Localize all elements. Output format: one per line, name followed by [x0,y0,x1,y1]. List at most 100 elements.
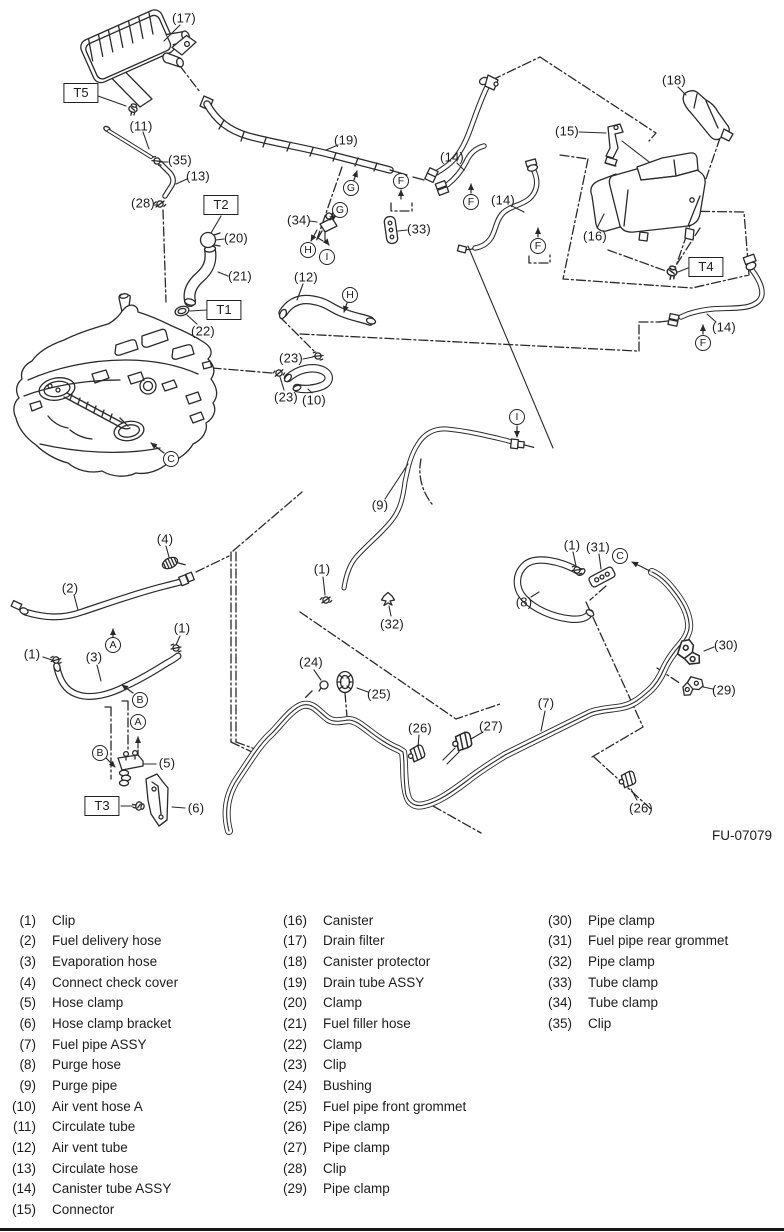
small-parts [49,102,705,827]
legend-item-label: Purge pipe [52,1077,118,1093]
legend-item-number: (22) [282,1036,307,1052]
legend-item-number: (27) [282,1139,307,1155]
callout-23-13: (23) [274,389,298,405]
canister-drawing [590,152,706,242]
fuel-tank-drawing [13,293,218,477]
legend-item-22: (22)Clamp [277,1034,466,1055]
callout-23-12: (23) [279,350,303,366]
legend-item-label: Air vent tube [52,1139,128,1155]
callout-34-9: (34) [287,212,311,228]
hose-clamp-bracket-6 [145,773,169,827]
legend-column-3: (30)Pipe clamp(31)Fuel pipe rear grommet… [542,910,728,1034]
callout-1-24: (1) [313,561,331,577]
callout-1-23: (1) [173,620,191,636]
legend-item-number: (34) [547,995,572,1011]
drain-filter-drawing [80,9,197,108]
legend-item-33: (33)Tube clamp [542,972,728,993]
legend-item-17: (17)Drain filter [277,931,466,952]
callout-1-25: (1) [563,537,581,553]
callout-layer: (17)(19)(11)(35)(13)(28)(20)(21)(22)(34)… [23,11,738,816]
legend-item-number: (14) [11,1181,36,1197]
legend-item-5: (5)Hose clamp [6,993,178,1014]
legend-item-13: (13)Circulate hose [6,1158,178,1179]
legend-column-2: (16)Canister(17)Drain filter(18)Canister… [277,910,466,1199]
ref-circle-h-4: H [342,287,358,303]
callout-13-4: (13) [186,168,210,184]
legend-item-number: (16) [282,912,307,928]
legend-item-label: Pipe clamp [588,954,655,970]
reference-arrows [105,170,706,768]
callout-27-37: (27) [479,718,503,734]
legend-item-label: Fuel filler hose [323,1016,411,1032]
legend-item-label: Drain tube ASSY [323,974,425,990]
legend-item-label: Air vent hose A [52,1098,143,1114]
ref-box-t2: T2 [203,195,239,215]
canister-protector-drawing [682,90,734,142]
legend-item-label: Hose clamp bracket [52,1016,172,1032]
legend-item-label: Evaporation hose [52,954,158,970]
legend-item-number: (25) [282,1098,307,1114]
tube-circulate-11-13 [103,125,176,199]
legend-item-label: Pipe clamp [588,912,655,928]
legend-item-label: Pipe clamp [323,1119,390,1135]
legend-item-label: Clip [588,1016,612,1032]
callout-4-28: (4) [156,531,174,547]
callout-7-31: (7) [537,695,555,711]
callout-20-6: (20) [224,230,248,246]
legend-item-4: (4) Connect check cover [6,972,179,993]
ref-box-t4: T4 [688,257,724,277]
legend-item-29: (29)Pipe clamp [277,1178,466,1199]
legend-item-label: Clip [323,1160,347,1176]
legend-item-label: Purge hose [52,1057,122,1073]
legend-item-35: (35)Clip [542,1013,728,1034]
legend-item-24: (24) Bushing [277,1075,466,1096]
callout-30-39: (30) [714,637,738,653]
legend-item-number: (21) [282,1016,307,1032]
legend-item-label: Fuel pipe front grommet [323,1098,467,1114]
callout-3-27: (3) [85,649,103,665]
legend-item-number: (4) [19,974,37,990]
bottom-rule [0,1228,784,1231]
legend-item-number: (9) [19,1077,37,1093]
legend-item-30: (30)Pipe clamp [542,910,728,931]
legend-item-label: Clip [52,912,76,928]
callout-31-40: (31) [586,539,610,555]
legend-item-7: (7)Fuel pipe ASSY [6,1034,178,1055]
legend-item-label: Bushing [323,1077,372,1093]
legend-item-23: (23) Clip [277,1054,466,1075]
legend-item-number: (23) [282,1057,307,1073]
legend-item-number: (18) [282,954,307,970]
callout-14-17: (14) [712,319,736,335]
legend-item-28: (28) Clip [277,1158,466,1179]
legend-item-number: (5) [19,995,37,1011]
callout-5-29: (5) [158,755,176,771]
callout-28-5: (28) [131,195,155,211]
callout-14-15: (14) [440,149,464,165]
legend-item-number: (28) [282,1160,307,1176]
legend-item-32: (32)Pipe clamp [542,951,728,972]
legend-item-number: (10) [11,1098,36,1114]
callout-1-22: (1) [23,646,41,662]
callout-35-3: (35) [168,152,192,168]
callout-14-16: (14) [491,192,515,208]
legend-item-label: Connect check cover [52,974,179,990]
ref-box-t3: T3 [84,796,120,816]
legend-item-number: (1) [19,912,37,928]
legend-item-number: (15) [11,1201,36,1217]
ref-circle-b-15: B [92,745,108,761]
legend-item-number: (24) [282,1077,307,1093]
legend-item-label: Canister protector [323,954,431,970]
diagram-artwork [10,9,765,835]
callout-12-11: (12) [294,269,318,285]
callout-24-33: (24) [299,654,323,670]
ref-circle-i-9: I [509,409,525,425]
legend-item-11: (11)Circulate tube [6,1116,178,1137]
callout-21-7: (21) [228,268,252,284]
legend-item-label: Clip [323,1057,347,1073]
ref-circle-f-7: F [530,238,546,254]
figure-id: FU-07079 [712,828,773,843]
legend-item-9: (9) Purge pipe [6,1075,178,1096]
ref-circle-c-11: C [612,548,628,564]
legend-item-12: (12)Air vent tube [6,1137,178,1158]
